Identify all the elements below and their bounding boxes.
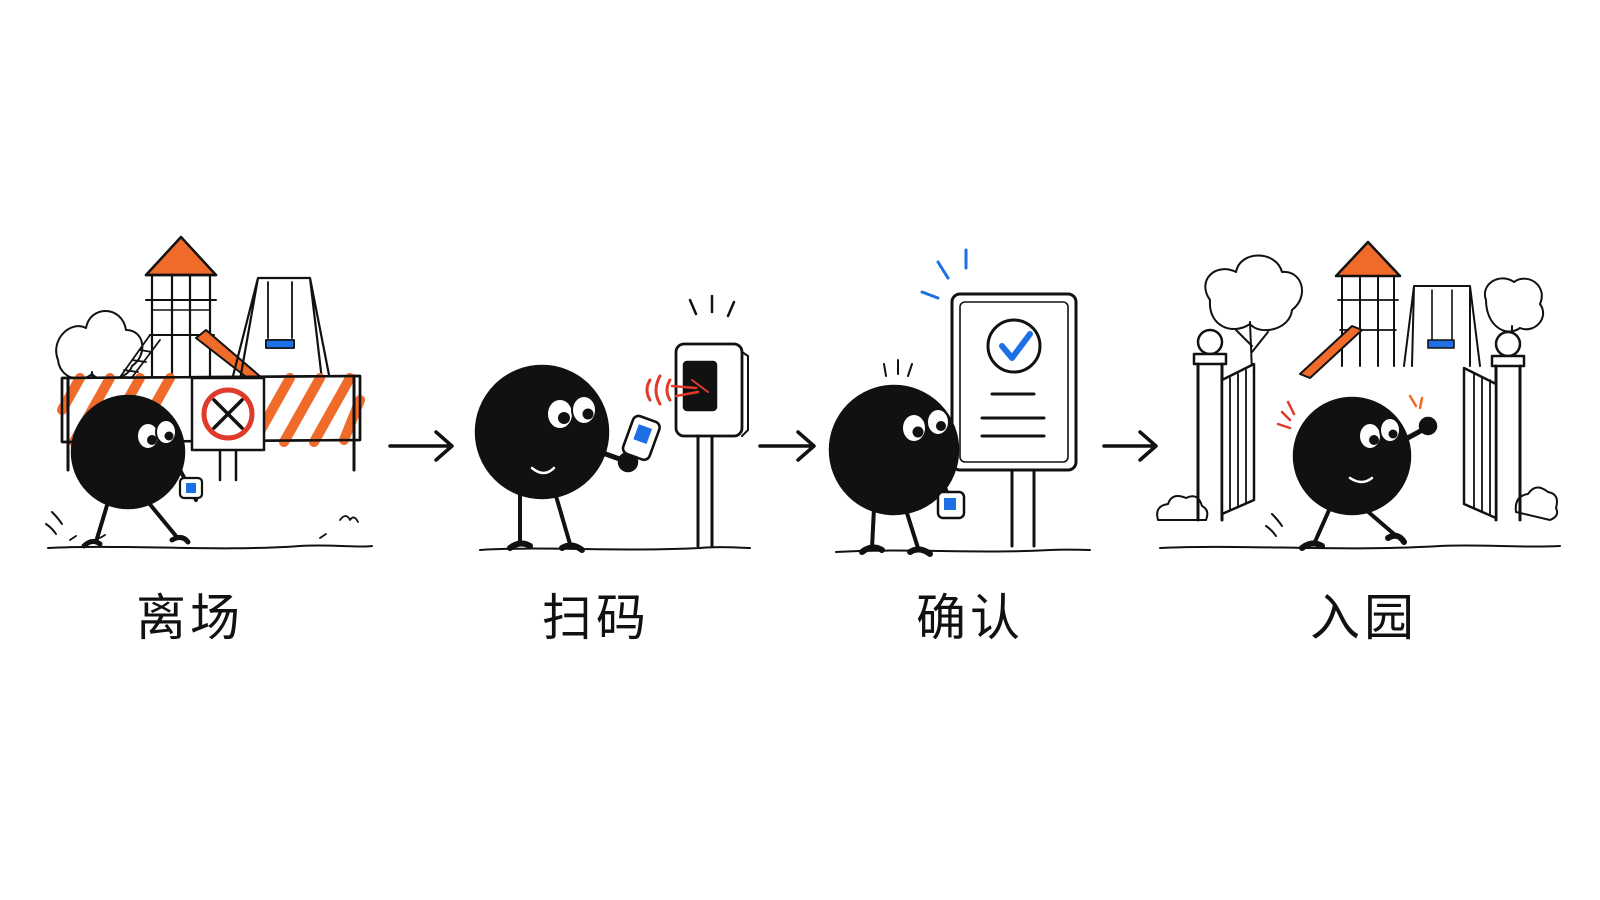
character-scan: [474, 364, 661, 553]
scanner-icon: [674, 294, 749, 548]
no-entry-icon: [190, 376, 266, 482]
step-label-confirm: 确认: [916, 589, 1024, 647]
gate-icon: [1192, 328, 1256, 522]
character-confirm: [828, 359, 966, 557]
character-leave: [45, 394, 204, 549]
panel-leave: [45, 235, 373, 550]
arrow-3: [1102, 430, 1158, 462]
playground-icon: [1299, 240, 1481, 379]
step-label-enter: 入园: [1310, 589, 1418, 647]
playground-icon: [117, 235, 332, 382]
step-label-scan: 扫码: [542, 589, 650, 647]
panel-confirm: [828, 248, 1091, 557]
step-label-leave: 离场: [136, 589, 244, 647]
arrow-1: [388, 430, 454, 462]
check-icon: [986, 318, 1042, 374]
arrow-2: [758, 430, 816, 462]
character-enter: [1265, 394, 1438, 551]
confirm-sign: [920, 248, 1078, 548]
panel-enter: [1156, 240, 1561, 551]
gate-icon: [1462, 330, 1526, 522]
panel-scan: [474, 294, 751, 553]
phone-icon: [621, 414, 661, 462]
